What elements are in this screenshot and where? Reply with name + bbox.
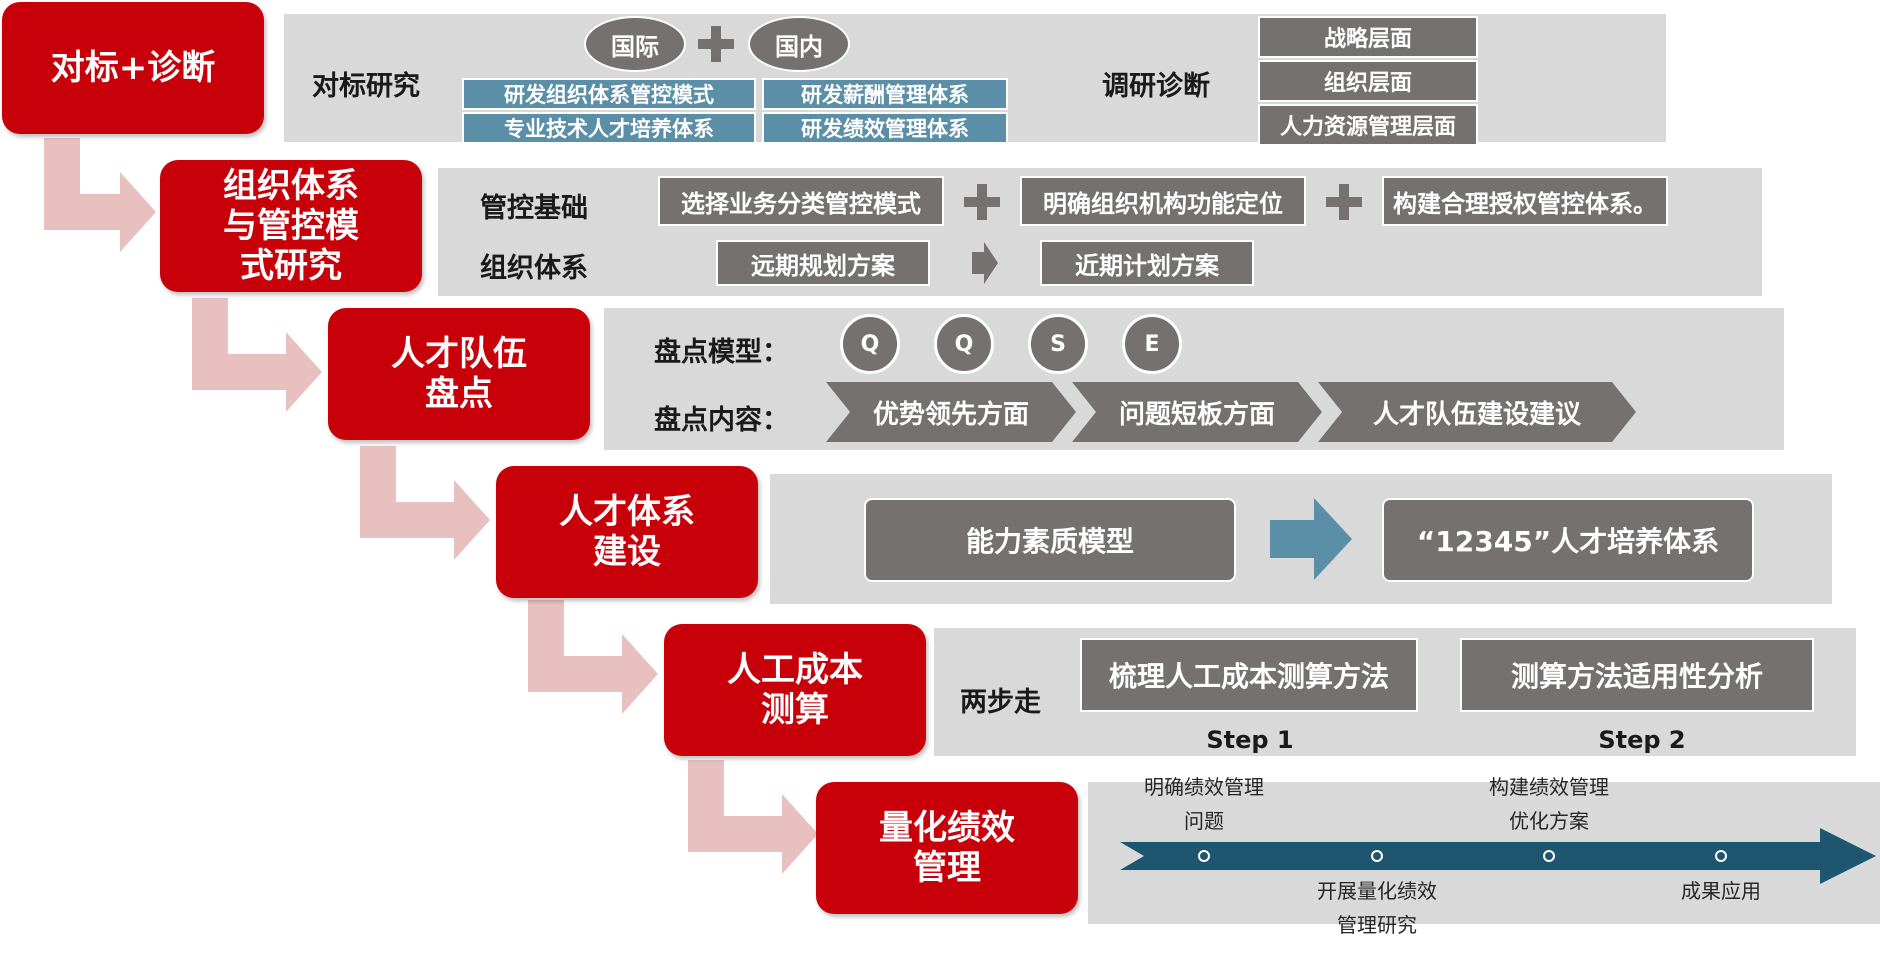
step-2-label: Step 2: [1598, 726, 1686, 754]
milestone-build-optimization: 构建绩效管理 优化方案: [1469, 770, 1629, 838]
level-strategy: 战略层面: [1258, 16, 1478, 58]
item-org-governance-mode: 研发组织体系管控模式: [462, 78, 756, 110]
milestone-conduct-research: 开展量化绩效 管理研究: [1297, 874, 1457, 942]
step-org-governance: 组织体系 与管控模 式研究: [160, 160, 422, 292]
box-define-org-function: 明确组织机构功能定位: [1020, 176, 1306, 226]
box-competency-model: 能力素质模型: [864, 498, 1236, 582]
step-talent-inventory: 人才队伍 盘点: [328, 308, 590, 440]
timeline-dot: [1543, 850, 1555, 862]
ellipse-international: 国际: [584, 16, 686, 72]
box-build-authorization-system: 构建合理授权管控体系。: [1382, 176, 1668, 226]
timeline-dot: [1715, 850, 1727, 862]
step-benchmark-diagnosis: 对标+诊断: [2, 2, 264, 134]
step-title-line: 量化绩效: [879, 808, 1015, 848]
item-rnd-performance-system: 研发绩效管理体系: [762, 112, 1008, 144]
milestone-line: 明确绩效管理: [1144, 775, 1264, 799]
label-inventory-content: 盘点内容：: [654, 405, 789, 436]
level-organization: 组织层面: [1258, 60, 1478, 102]
timeline-dot: [1371, 850, 1383, 862]
item-tech-talent-training: 专业技术人才培养体系: [462, 112, 756, 144]
box-long-term-plan: 远期规划方案: [716, 240, 930, 286]
elbow-arrow-icon: [528, 600, 658, 714]
elbow-arrow-icon: [688, 760, 818, 874]
step-title-line: 人才队伍: [391, 334, 527, 374]
level-hr-management: 人力资源管理层面: [1258, 104, 1478, 146]
step-1-label: Step 1: [1206, 726, 1294, 754]
plus-icon: [698, 26, 734, 62]
milestone-line: 成果应用: [1681, 879, 1761, 903]
circle-s: S: [1028, 314, 1088, 374]
elbow-arrow-icon: [192, 298, 322, 412]
box-12345-training-system: “12345”人才培养体系: [1382, 498, 1754, 582]
plus-icon: [1326, 184, 1362, 220]
plus-icon: [964, 184, 1000, 220]
box-sort-calc-method: 梳理人工成本测算方法: [1080, 638, 1418, 712]
timeline-dot: [1198, 850, 1210, 862]
box-method-applicability: 测算方法适用性分析: [1460, 638, 1814, 712]
elbow-arrow-icon: [44, 138, 156, 252]
right-arrow-icon: [972, 242, 998, 284]
milestone-line: 管理研究: [1337, 913, 1417, 937]
label-two-steps: 两步走: [960, 687, 1041, 718]
chevron-weaknesses: 问题短板方面: [1072, 382, 1322, 442]
label-governance-foundation: 管控基础: [480, 193, 588, 224]
step-title-line: 与管控模: [223, 206, 359, 246]
label-research-diagnosis: 调研诊断: [1102, 71, 1210, 102]
step-title-line: 对标+诊断: [50, 48, 216, 88]
step-title-line: 式研究: [240, 246, 342, 286]
chevron-advantages: 优势领先方面: [826, 382, 1076, 442]
item-rnd-pay-system: 研发薪酬管理体系: [762, 78, 1008, 110]
step-title-line: 组织体系: [223, 166, 359, 206]
chevron-team-building-advice: 人才队伍建设建议: [1318, 382, 1636, 442]
right-arrow-icon: [1270, 498, 1352, 580]
label-org-system: 组织体系: [480, 253, 588, 284]
step-performance: 量化绩效 管理: [816, 782, 1078, 914]
step-title-line: 人工成本: [727, 650, 863, 690]
milestone-line: 优化方案: [1509, 809, 1589, 833]
step-title-line: 盘点: [425, 374, 493, 414]
ellipse-domestic: 国内: [748, 16, 850, 72]
label-benchmark-research: 对标研究: [312, 71, 420, 102]
circle-q-1: Q: [840, 314, 900, 374]
step-title-line: 管理: [913, 848, 981, 888]
step-labor-cost: 人工成本 测算: [664, 624, 926, 756]
milestone-define-problems: 明确绩效管理 问题: [1124, 770, 1284, 838]
circle-e: E: [1122, 314, 1182, 374]
step-title-line: 人才体系: [559, 492, 695, 532]
step-title-line: 测算: [761, 690, 829, 730]
step-title-line: 建设: [593, 532, 661, 572]
box-select-governance-mode: 选择业务分类管控模式: [658, 176, 944, 226]
box-near-term-plan: 近期计划方案: [1040, 240, 1254, 286]
milestone-line: 开展量化绩效: [1317, 879, 1437, 903]
label-inventory-model: 盘点模型：: [654, 337, 789, 368]
circle-q-2: Q: [934, 314, 994, 374]
milestone-line: 问题: [1184, 809, 1224, 833]
step-talent-system: 人才体系 建设: [496, 466, 758, 598]
milestone-line: 构建绩效管理: [1489, 775, 1609, 799]
milestone-apply-results: 成果应用: [1641, 874, 1801, 908]
timeline-arrow: [1120, 828, 1876, 884]
elbow-arrow-icon: [360, 446, 490, 560]
